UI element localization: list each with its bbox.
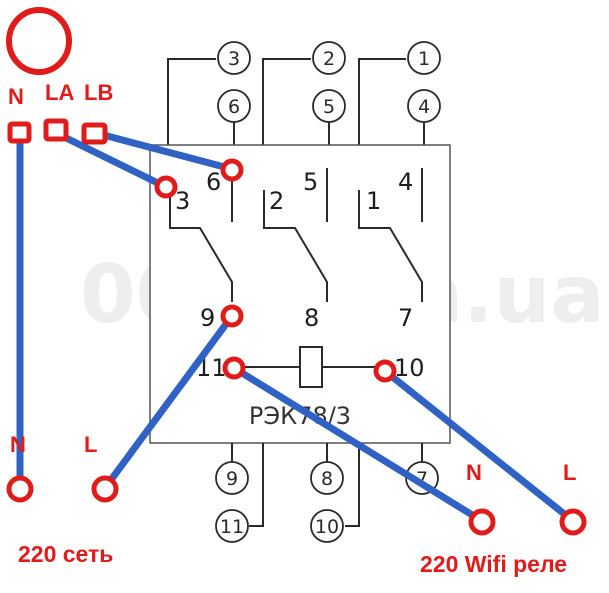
coil-10-label: 10 <box>394 354 425 382</box>
wifi-relay-caption: 220 Wifi реле <box>420 551 567 577</box>
pin-6-label: 6 <box>228 96 240 118</box>
wifi-n-label: N <box>466 460 482 485</box>
net-n-label: N <box>10 432 26 457</box>
terminal-lb <box>81 122 108 145</box>
pin-9-label: 9 <box>226 468 238 490</box>
pin-1-circle <box>407 41 441 75</box>
contact-3-label: 3 <box>175 187 190 215</box>
relay-body <box>149 144 451 444</box>
wire-pin10-wifi-l <box>381 367 577 525</box>
pin-6-circle <box>217 89 251 123</box>
net-n-dot <box>6 475 34 503</box>
terminal-n <box>7 121 32 144</box>
power-ring-icon <box>6 7 72 75</box>
pin-2-circle <box>312 41 346 75</box>
terminal-la-label: LA <box>45 80 74 105</box>
wifi-l-label: L <box>563 460 576 485</box>
pin-1-label: 1 <box>418 48 430 70</box>
contact-4-label: 4 <box>398 168 413 196</box>
pin-11-label: 11 <box>220 516 244 538</box>
pin-4-circle <box>407 89 441 123</box>
terminal-la <box>43 118 69 142</box>
bottom-pin-leads <box>231 443 423 527</box>
terminal-lb-label: LB <box>84 80 113 105</box>
top-pin-leads <box>167 58 425 145</box>
bottom-pins: 9 8 7 11 10 <box>215 461 439 543</box>
pin-3-label: 3 <box>228 48 240 70</box>
connection-dot-10 <box>373 359 397 383</box>
net-l-label: L <box>84 432 97 457</box>
connection-dot-3 <box>154 175 178 199</box>
top-pins: 3 2 1 6 5 4 <box>217 41 441 123</box>
pin-8-circle <box>310 461 344 495</box>
contact-1-label: 1 <box>366 187 381 215</box>
pin-2-label: 2 <box>323 48 335 70</box>
pin-9-circle <box>215 461 249 495</box>
pin-10-circle <box>310 509 344 543</box>
contact-group-3 <box>358 168 423 302</box>
pin-10-label: 10 <box>315 516 339 538</box>
contact-6-label: 6 <box>206 168 221 196</box>
net-l-dot <box>91 475 119 503</box>
connection-dot-9 <box>220 304 244 328</box>
wifi-l-dot <box>559 508 587 536</box>
pin-5-circle <box>312 89 346 123</box>
connection-dot-6 <box>220 158 244 182</box>
connection-dot-11 <box>222 356 246 380</box>
network-caption: 220 сеть <box>18 541 113 567</box>
wire-la-pin3 <box>52 129 170 191</box>
contact-8-label: 8 <box>304 304 319 332</box>
terminal-n-label: N <box>8 84 24 109</box>
contact-9-label: 9 <box>200 304 215 332</box>
pin-3-circle <box>217 41 251 75</box>
pin-5-label: 5 <box>323 96 335 118</box>
wire-pin11-wifi-n <box>230 364 486 525</box>
wire-lb-pin6 <box>92 129 236 173</box>
contact-5-label: 5 <box>303 168 318 196</box>
pin-11-circle <box>215 509 249 543</box>
wiring <box>16 129 577 525</box>
pin-8-label: 8 <box>321 468 333 490</box>
wifi-n-dot <box>468 508 496 536</box>
pin-4-label: 4 <box>418 96 430 118</box>
wire-pin9-l-net <box>101 312 236 492</box>
contact-group-2 <box>263 168 328 302</box>
contact-2-label: 2 <box>269 187 284 215</box>
contact-7-label: 7 <box>398 304 413 332</box>
